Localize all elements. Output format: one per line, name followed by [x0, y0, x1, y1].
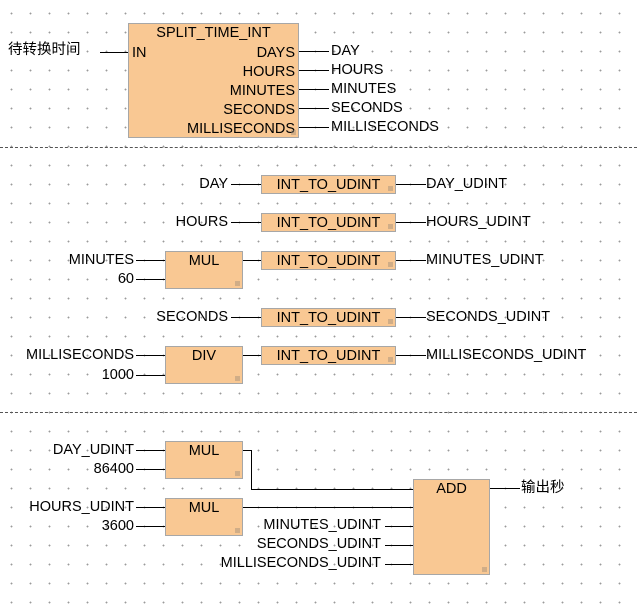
constant-60[interactable]: 60 [117, 271, 134, 287]
int-to-udint-block-seconds[interactable]: INT_TO_UDINT [261, 308, 396, 327]
wire [396, 222, 426, 223]
output-variable-milliseconds[interactable]: MILLISECONDS [331, 119, 439, 135]
block-title: INT_TO_UDINT [276, 177, 381, 193]
input-variable-day-udint[interactable]: DAY_UDINT [52, 442, 134, 458]
network-separator [0, 147, 637, 148]
input-variable-seconds[interactable]: SECONDS [156, 309, 228, 325]
wire [231, 317, 261, 318]
mul-block-hours[interactable]: MUL [165, 498, 243, 536]
wire [136, 469, 165, 470]
block-title: DIV [191, 348, 217, 364]
split-time-int-block[interactable]: SPLIT_TIME_INT IN DAYS HOURS MINUTES SEC… [128, 23, 299, 138]
wire [136, 355, 165, 356]
int-to-udint-block-day[interactable]: INT_TO_UDINT [261, 175, 396, 194]
wire [136, 507, 165, 508]
pin-seconds: SECONDS [223, 102, 295, 118]
pin-milliseconds: MILLISECONDS [187, 121, 295, 137]
output-variable-seconds-udint[interactable]: SECONDS_UDINT [426, 309, 551, 325]
block-title: MUL [188, 443, 220, 459]
input-variable-day[interactable]: DAY [199, 176, 228, 192]
block-title: ADD [436, 481, 467, 497]
wire [299, 51, 329, 52]
wire [243, 260, 261, 261]
mul-block-days[interactable]: MUL [165, 441, 243, 479]
wire [243, 355, 261, 356]
input-variable-minutes-udint[interactable]: MINUTES_UDINT [263, 517, 381, 533]
pin-in: IN [132, 45, 147, 61]
block-title: MUL [188, 500, 220, 516]
constant-3600[interactable]: 3600 [101, 518, 134, 534]
wire [136, 279, 165, 280]
block-title: MUL [188, 253, 220, 269]
wire [396, 355, 426, 356]
wire [136, 450, 165, 451]
wire [396, 260, 426, 261]
input-variable-hours-udint[interactable]: HOURS_UDINT [29, 499, 134, 515]
wire [136, 260, 165, 261]
int-to-udint-block-minutes[interactable]: INT_TO_UDINT [261, 251, 396, 270]
output-variable-milliseconds-udint[interactable]: MILLISECONDS_UDINT [426, 347, 587, 363]
constant-86400[interactable]: 86400 [93, 461, 134, 477]
add-block[interactable]: ADD [413, 479, 490, 575]
input-variable-label[interactable]: 待转换时间 [8, 42, 81, 58]
block-title: INT_TO_UDINT [276, 310, 381, 326]
wire [385, 545, 413, 546]
wire [251, 450, 252, 490]
wire [299, 70, 329, 71]
input-variable-seconds-udint[interactable]: SECONDS_UDINT [256, 536, 381, 552]
block-title: SPLIT_TIME_INT [156, 25, 271, 41]
output-variable-minutes[interactable]: MINUTES [331, 81, 397, 97]
output-variable-day-udint[interactable]: DAY_UDINT [426, 176, 508, 192]
output-variable-day[interactable]: DAY [331, 43, 360, 59]
int-to-udint-block-milliseconds[interactable]: INT_TO_UDINT [261, 346, 396, 365]
pin-hours: HOURS [242, 64, 295, 80]
wire [490, 488, 520, 489]
constant-1000[interactable]: 1000 [101, 367, 134, 383]
pin-days: DAYS [256, 45, 295, 61]
wire [231, 184, 261, 185]
wire [396, 317, 426, 318]
output-variable-seconds[interactable]: SECONDS [331, 100, 403, 116]
wire [100, 52, 128, 53]
input-variable-milliseconds[interactable]: MILLISECONDS [26, 347, 134, 363]
wire [251, 489, 413, 490]
input-variable-minutes[interactable]: MINUTES [68, 252, 134, 268]
output-variable-hours[interactable]: HOURS [331, 62, 384, 78]
wire [385, 564, 413, 565]
wire [136, 526, 165, 527]
pin-minutes: MINUTES [229, 83, 295, 99]
div-block-milliseconds[interactable]: DIV [165, 346, 243, 384]
wire [136, 375, 165, 376]
wire [243, 450, 252, 451]
output-variable-seconds-total[interactable]: 输出秒 [521, 480, 565, 496]
block-title: INT_TO_UDINT [276, 348, 381, 364]
wire [299, 127, 329, 128]
mul-block-minutes[interactable]: MUL [165, 251, 243, 289]
wire [385, 526, 413, 527]
wire [231, 222, 261, 223]
input-variable-milliseconds-udint[interactable]: MILLISECONDS_UDINT [220, 555, 381, 571]
block-title: INT_TO_UDINT [276, 253, 381, 269]
output-variable-minutes-udint[interactable]: MINUTES_UDINT [426, 252, 544, 268]
wire [299, 89, 329, 90]
network-separator [0, 412, 637, 413]
output-variable-hours-udint[interactable]: HOURS_UDINT [426, 214, 531, 230]
wire [243, 507, 413, 508]
block-title: INT_TO_UDINT [276, 215, 381, 231]
input-variable-hours[interactable]: HOURS [175, 214, 228, 230]
wire [396, 184, 426, 185]
int-to-udint-block-hours[interactable]: INT_TO_UDINT [261, 213, 396, 232]
wire [299, 108, 329, 109]
